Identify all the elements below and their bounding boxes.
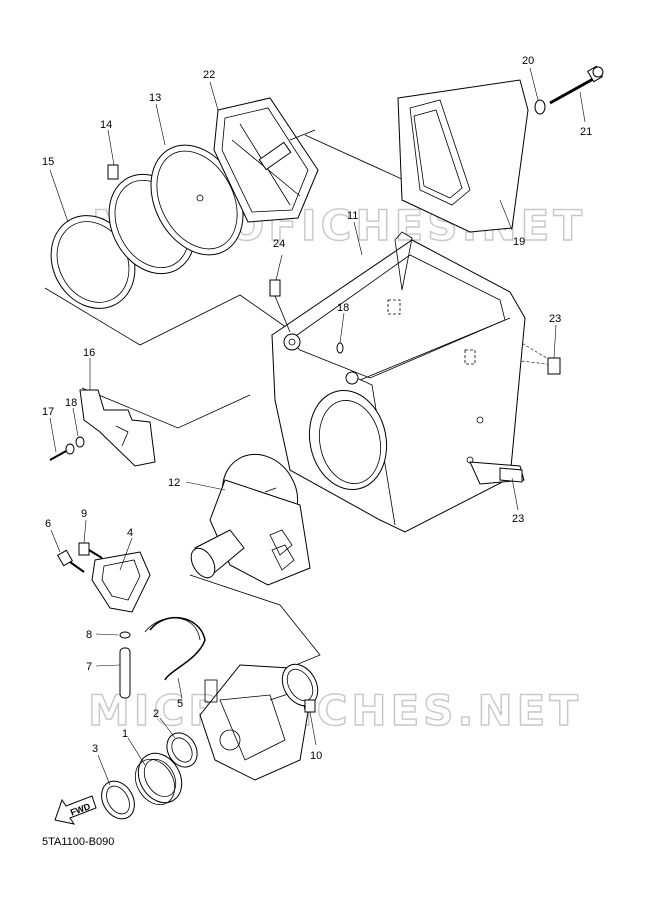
leader-lines [49, 67, 586, 786]
air-filter-element-19 [397, 79, 529, 233]
callout-1: 1 [122, 728, 128, 740]
callout-21: 21 [580, 126, 592, 138]
callout-9: 9 [81, 508, 87, 520]
filter-disc-13 [150, 144, 244, 256]
diagram-code: 5TA1100-B090 [42, 836, 114, 848]
callout-5: 5 [177, 698, 183, 710]
washer-20 [534, 99, 546, 115]
callout-19: 19 [513, 236, 525, 248]
air-filter-case-11 [271, 231, 526, 533]
callout-24: 24 [273, 238, 285, 250]
callout-4: 4 [127, 527, 133, 539]
callout-12: 12 [168, 477, 180, 489]
callout-23-upper: 23 [549, 313, 561, 325]
bolt-21 [549, 65, 604, 105]
washer-8 [119, 631, 131, 639]
plate-16 [79, 389, 156, 467]
fitting-4 [91, 551, 151, 613]
bolt-9 [78, 542, 103, 559]
callout-17: 17 [42, 406, 54, 418]
callout-6: 6 [45, 518, 51, 530]
joint-1 [134, 752, 183, 806]
bolt-24 [269, 279, 291, 333]
callout-2: 2 [153, 708, 159, 720]
callout-23-lower: 23 [512, 513, 524, 525]
watermark-bottom: MICROFICHES.NET [88, 686, 582, 735]
callout-8: 8 [86, 629, 92, 641]
forward-arrow-icon: FWD [54, 795, 97, 825]
grommet-18-lower [75, 436, 85, 448]
callout-16: 16 [83, 347, 95, 359]
callout-18-right: 18 [337, 302, 349, 314]
callout-3: 3 [92, 743, 98, 755]
intake-duct-12 [190, 453, 311, 586]
clamp-2 [166, 732, 198, 768]
callout-10: 10 [310, 750, 322, 762]
grommet-18-upper [336, 342, 344, 354]
bolt-6 [56, 549, 85, 573]
callout-11: 11 [347, 210, 358, 222]
callout-22: 22 [203, 69, 215, 81]
hose-5 [144, 616, 206, 681]
clamp-10 [281, 663, 319, 713]
callout-15: 15 [42, 156, 54, 168]
callout-14: 14 [100, 119, 112, 131]
filter-cage-22 [213, 97, 319, 223]
clip-23-lower [499, 467, 523, 483]
callout-13: 13 [149, 92, 161, 104]
clamp-3 [101, 780, 135, 820]
pipe-7 [119, 647, 131, 699]
clip-23-upper [547, 357, 561, 375]
callout-18-left: 18 [65, 397, 77, 409]
callout-7: 7 [86, 661, 92, 673]
callouts: 1 2 3 4 5 6 7 8 9 10 11 12 13 14 15 16 1… [42, 55, 592, 762]
callout-20: 20 [522, 55, 534, 67]
screw-17 [49, 443, 75, 461]
